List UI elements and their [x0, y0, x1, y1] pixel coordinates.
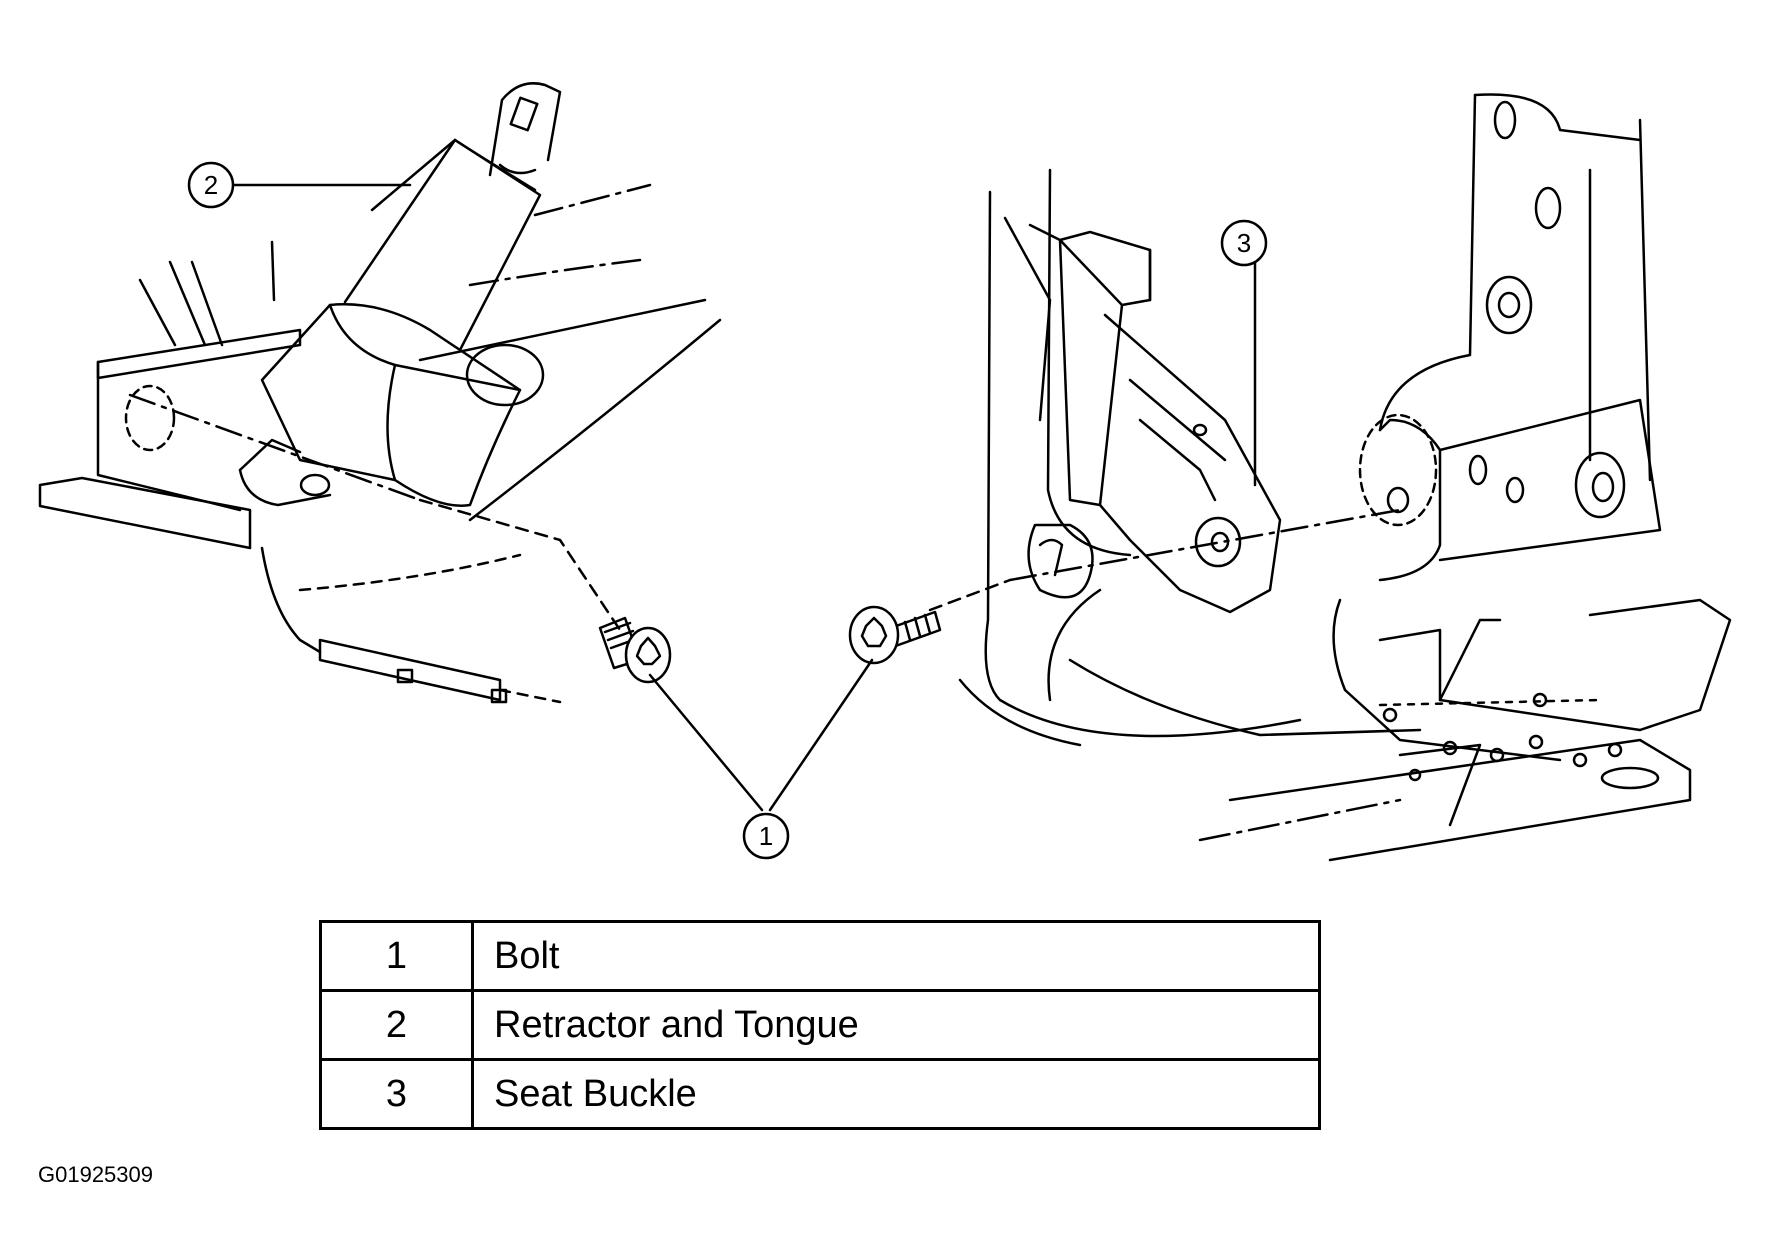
retractor-assembly: [38, 82, 722, 704]
callout-3-number: 3: [1237, 228, 1251, 258]
legend-row: 1 Bolt: [319, 920, 1321, 992]
legend-row: 3 Seat Buckle: [319, 1058, 1321, 1130]
callout-1-number: 1: [759, 821, 773, 851]
legend-table: 1 Bolt 2 Retractor and Tongue 3 Seat Buc…: [319, 920, 1321, 1130]
callout-leaders: [231, 183, 1257, 812]
legend-number: 3: [319, 1058, 474, 1130]
callout-2-number: 2: [204, 170, 218, 200]
legend-row: 2 Retractor and Tongue: [319, 989, 1321, 1061]
bolt-right: [848, 605, 942, 665]
legend-number: 1: [319, 920, 474, 992]
seat-buckle-assembly: [928, 93, 1732, 862]
legend-description: Retractor and Tongue: [471, 989, 1321, 1061]
callout-1: 1: [742, 812, 790, 860]
callout-2: 2: [187, 161, 235, 209]
legend-description: Seat Buckle: [471, 1058, 1321, 1130]
bolt-left: [598, 616, 672, 684]
legend-number: 2: [319, 989, 474, 1061]
callout-3: 3: [1220, 219, 1268, 267]
legend-description: Bolt: [471, 920, 1321, 992]
figure-id: G01925309: [38, 1162, 153, 1187]
